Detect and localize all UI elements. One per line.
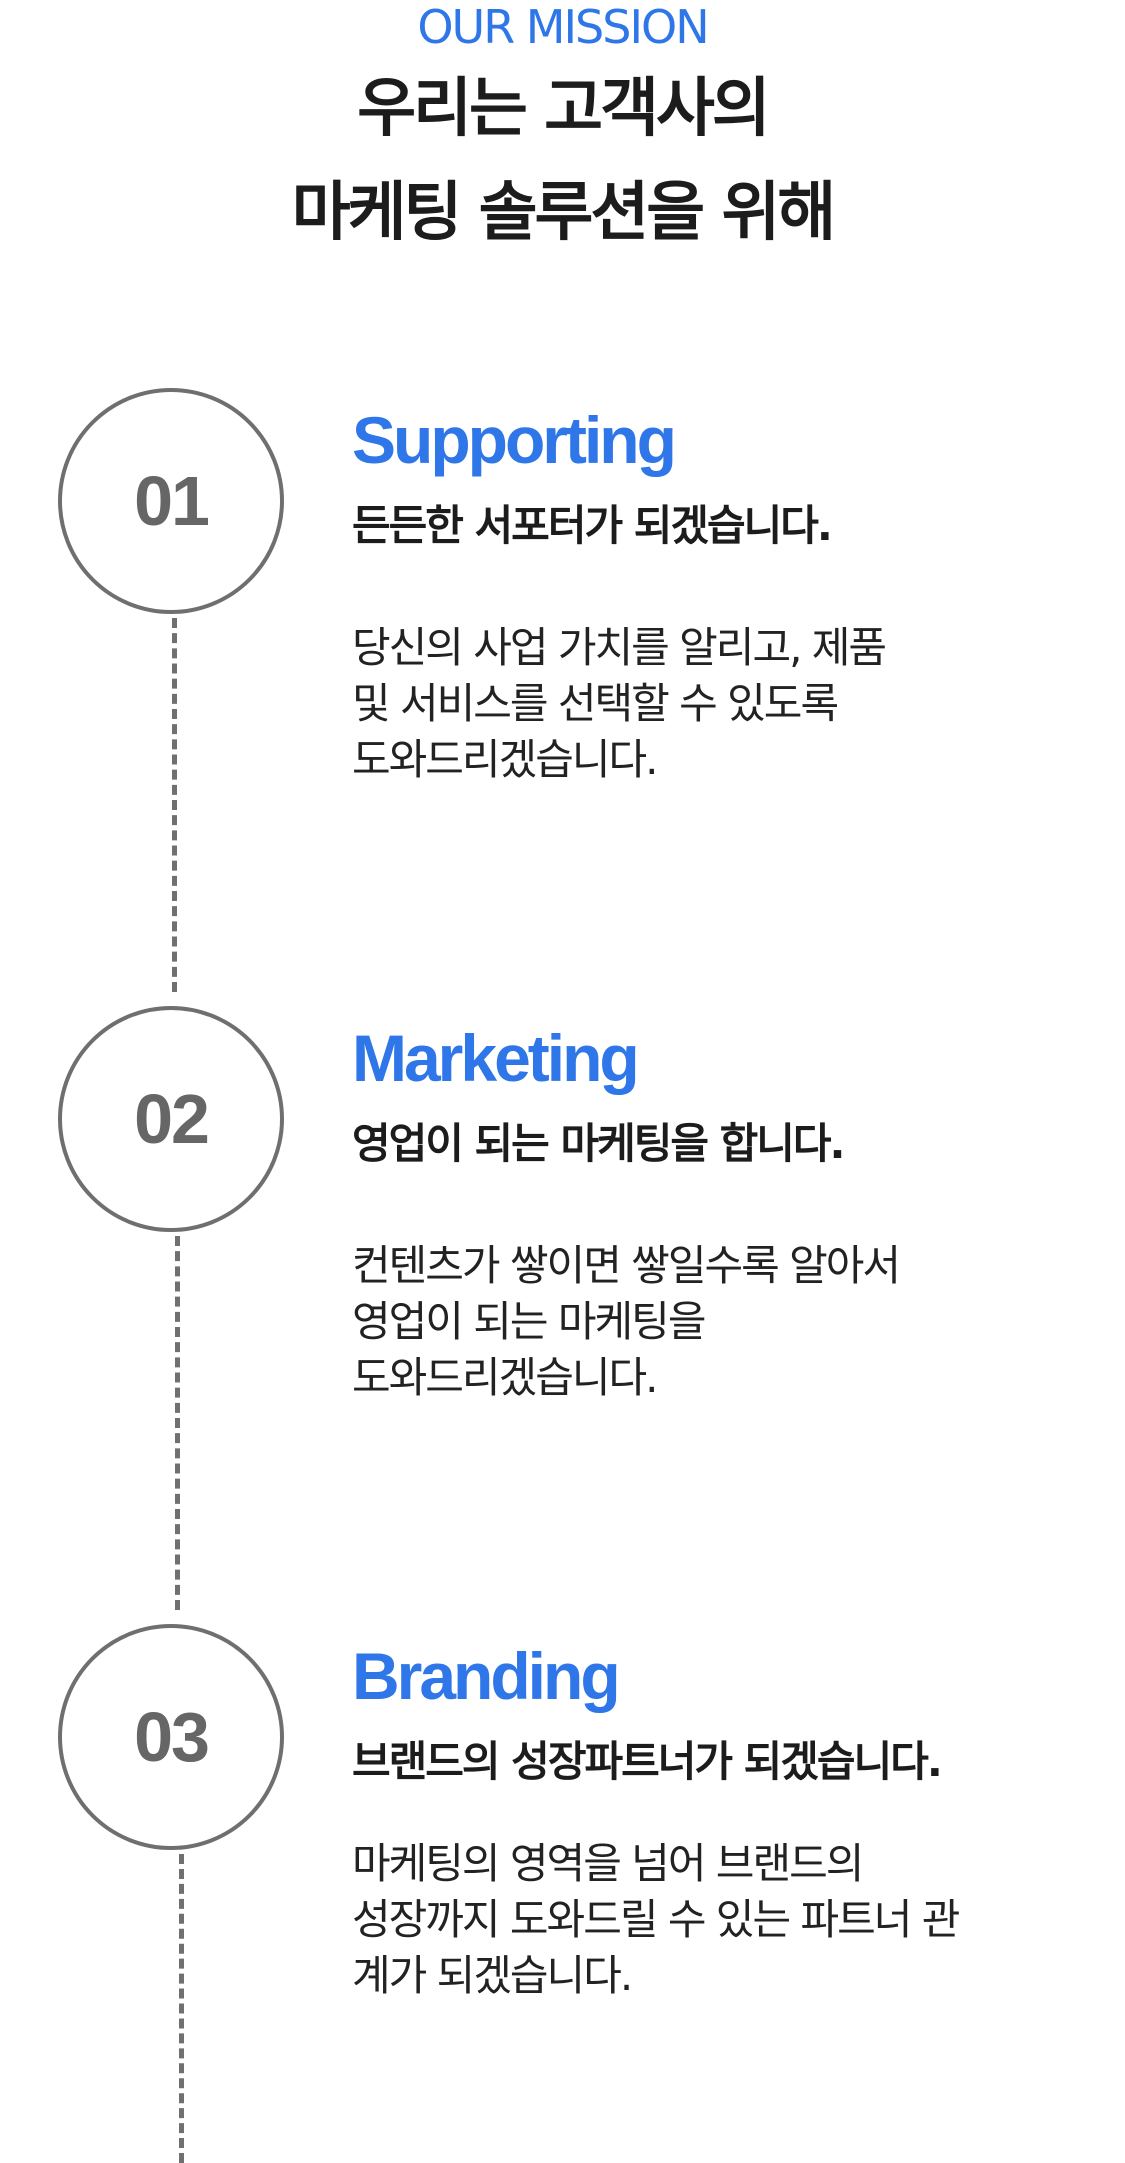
step-tagline: 든든한 서포터가 되겠습니다. xyxy=(352,501,833,550)
step-description-line: 도와드리겠습니다. xyxy=(352,1353,658,1402)
step-title: Marketing xyxy=(352,1021,640,1095)
step-title: Supporting xyxy=(352,403,677,477)
step-number: 03 xyxy=(134,1698,210,1776)
step-tagline: 영업이 되는 마케팅을 합니다. xyxy=(352,1119,846,1168)
step-tagline: 브랜드의 성장파트너가 되겠습니다. xyxy=(352,1737,943,1786)
section-eyebrow: OUR MISSION xyxy=(417,0,709,54)
timeline-connector xyxy=(175,1236,180,1610)
step-description-line: 마케팅의 영역을 넘어 브랜드의 xyxy=(352,1839,864,1888)
step-number-circle: 03 xyxy=(58,1624,284,1850)
step-description-line: 당신의 사업 가치를 알리고, 제품 xyxy=(352,623,887,672)
step-title: Branding xyxy=(352,1639,621,1713)
step-description: 당신의 사업 가치를 알리고, 제품 및 서비스를 선택할 수 있도록 도와드리… xyxy=(352,620,1052,788)
step-description-line: 계가 되겠습니다. xyxy=(352,1951,633,2000)
step-description: 마케팅의 영역을 넘어 브랜드의 성장까지 도와드릴 수 있는 파트너 관 계가… xyxy=(352,1836,1052,2004)
step-description-line: 성장까지 도와드릴 수 있는 파트너 관 xyxy=(352,1895,960,1944)
step-number: 02 xyxy=(134,1080,210,1158)
step-description: 컨텐츠가 쌓이면 쌓일수록 알아서 영업이 되는 마케팅을 도와드리겠습니다. xyxy=(352,1238,1052,1406)
timeline-connector xyxy=(172,618,177,992)
section-title-line-1: 우리는 고객사의 xyxy=(357,72,770,146)
step-description-line: 영업이 되는 마케팅을 xyxy=(352,1297,706,1346)
step-description-line: 및 서비스를 선택할 수 있도록 xyxy=(352,679,839,728)
timeline-connector xyxy=(179,1854,184,2163)
step-description-line: 도와드리겠습니다. xyxy=(352,735,658,784)
step-description-line: 컨텐츠가 쌓이면 쌓일수록 알아서 xyxy=(352,1241,901,1290)
step-number-circle: 02 xyxy=(58,1006,284,1232)
section-title-line-2: 마케팅 솔루션을 위해 xyxy=(291,176,836,250)
step-number: 01 xyxy=(134,462,210,540)
step-number-circle: 01 xyxy=(58,388,284,614)
